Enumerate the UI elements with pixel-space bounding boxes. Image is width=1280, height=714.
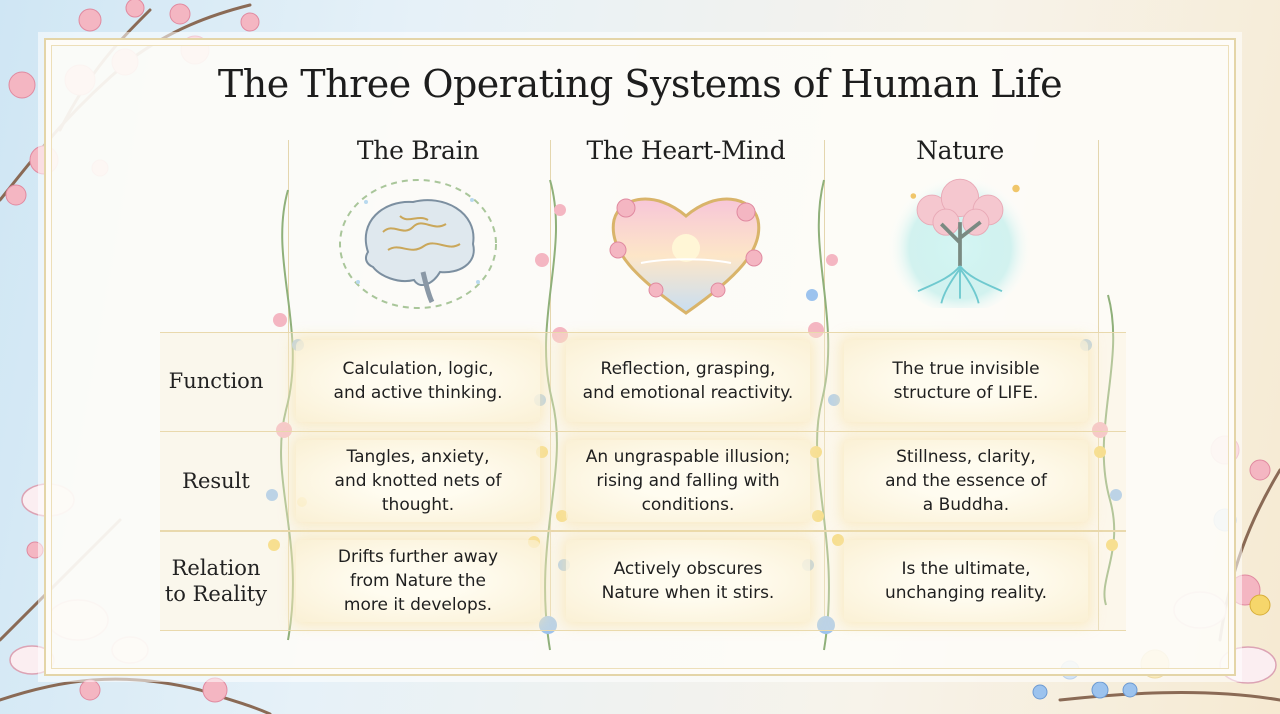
cell-nature-function: The true invisible structure of LIFE.: [844, 340, 1088, 422]
row-label-relation: Relation to Reality: [164, 556, 268, 606]
cell-heart-mind-result: An ungraspable illusion; rising and fall…: [566, 440, 810, 522]
brain-icon: [339, 179, 497, 309]
row-label-result: Result: [182, 469, 250, 493]
cell-brain-result: Tangles, anxiety, and knotted nets of th…: [296, 440, 540, 522]
tree-icon: [887, 168, 1033, 308]
cell-heart-mind-function: Reflection, grasping, and emotional reac…: [566, 340, 810, 422]
cell-brain-relation: Drifts further away from Nature the more…: [296, 540, 540, 622]
row-label-function: Function: [168, 369, 264, 393]
cell-heart-mind-relation: Actively obscures Nature when it stirs.: [566, 540, 810, 622]
column-heading-heart-mind: The Heart-Mind: [586, 136, 786, 165]
column-divider: [288, 140, 289, 630]
cell-nature-result: Stillness, clarity, and the essence of a…: [844, 440, 1088, 522]
column-divider: [550, 140, 551, 630]
cell-brain-function: Calculation, logic, and active thinking.: [296, 340, 540, 422]
cell-nature-relation: Is the ultimate, unchanging reality.: [844, 540, 1088, 622]
column-divider: [1098, 140, 1099, 630]
column-heading-nature: Nature: [916, 136, 1004, 165]
column-heading-brain: The Brain: [356, 136, 480, 165]
vine-decoration: [528, 179, 570, 651]
heart-icon: [609, 197, 763, 315]
page-title: The Three Operating Systems of Human Lif…: [217, 62, 1063, 106]
